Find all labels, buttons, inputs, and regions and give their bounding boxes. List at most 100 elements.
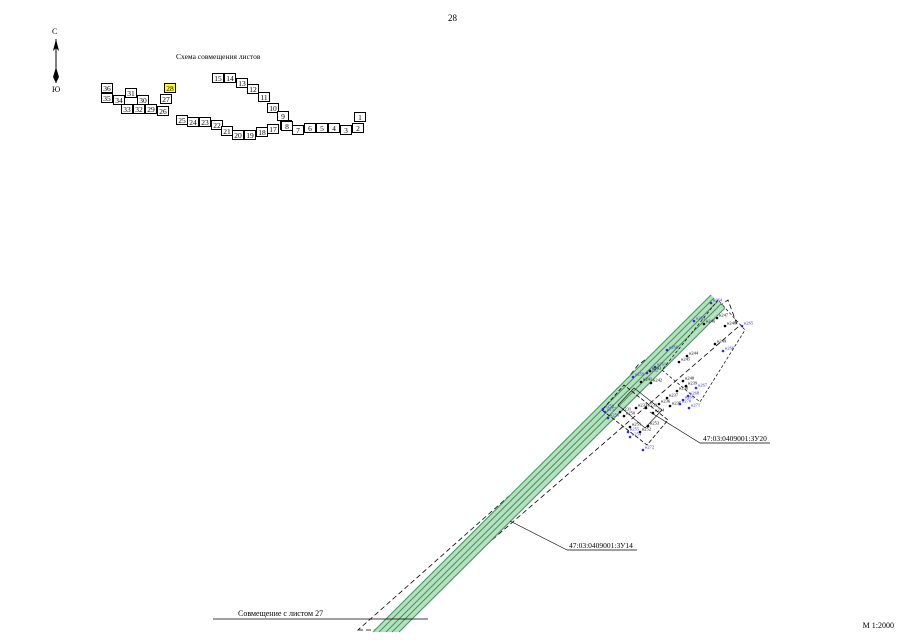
survey-point-label: н266 bbox=[725, 346, 735, 351]
survey-point-marker bbox=[681, 379, 685, 383]
survey-point-marker bbox=[681, 398, 685, 402]
sheet-index-box: 7 bbox=[292, 125, 304, 135]
survey-point-marker bbox=[687, 406, 691, 410]
survey-point-marker bbox=[721, 349, 725, 353]
survey-point-label: н270 bbox=[682, 399, 692, 404]
survey-point-marker bbox=[641, 448, 645, 452]
sheet-index-box: 26 bbox=[157, 106, 169, 116]
sheet-index-box: 32 bbox=[133, 104, 145, 114]
survey-point-label: н260 bbox=[669, 345, 679, 350]
survey-point-marker bbox=[723, 324, 727, 328]
survey-point-label: н231 bbox=[622, 407, 631, 412]
corridor-fill bbox=[373, 295, 725, 632]
sheet-index-box: 28 bbox=[164, 83, 176, 93]
scale-label: М 1:2000 bbox=[862, 621, 894, 630]
survey-point-marker bbox=[649, 381, 653, 385]
sheet-index-box: 6 bbox=[304, 123, 316, 133]
survey-point-label: н269 bbox=[685, 395, 695, 400]
survey-point-marker bbox=[665, 348, 669, 352]
survey-point-label: н237 bbox=[669, 393, 679, 398]
sheet-index-box: 19 bbox=[244, 130, 256, 140]
sheet-index-box: 9 bbox=[277, 111, 289, 121]
survey-point-label: н233 bbox=[648, 403, 658, 408]
survey-point-marker bbox=[634, 406, 638, 410]
survey-point-label: н246 bbox=[706, 319, 716, 324]
survey-point-marker bbox=[715, 316, 719, 320]
survey-point-marker bbox=[713, 342, 717, 346]
survey-point-label: н259 bbox=[635, 372, 645, 377]
survey-point-marker bbox=[601, 407, 605, 411]
survey-point-marker bbox=[686, 394, 690, 398]
survey-points-blue: н264н263н265н266н260н261н259н258н267н268… bbox=[601, 298, 754, 452]
survey-point-label: н244 bbox=[689, 351, 699, 356]
survey-point-marker bbox=[685, 354, 689, 358]
sheet-index-box: 33 bbox=[121, 104, 133, 114]
survey-point-marker bbox=[651, 411, 655, 415]
sheet-index-box: 23 bbox=[199, 117, 211, 127]
survey-point-marker bbox=[645, 371, 649, 375]
survey-point-marker bbox=[657, 402, 661, 406]
sheet-index-box: 4 bbox=[328, 123, 340, 133]
survey-point-marker bbox=[644, 406, 648, 410]
survey-point-label: н263 bbox=[696, 316, 706, 321]
sheet-index-box: 13 bbox=[236, 78, 248, 88]
leader-zu20 bbox=[649, 411, 701, 444]
survey-point-marker bbox=[675, 389, 679, 393]
survey-point-marker bbox=[628, 435, 632, 439]
survey-point-marker bbox=[646, 424, 650, 428]
survey-point-label: н267 bbox=[698, 383, 708, 388]
survey-point-marker bbox=[740, 324, 744, 328]
survey-point-label: н242 bbox=[653, 378, 662, 383]
survey-point-label: н232 bbox=[638, 403, 647, 408]
sheet-index-box: 1 bbox=[354, 112, 366, 122]
survey-point-label: н254 bbox=[632, 432, 642, 437]
survey-point-label: н251 bbox=[632, 422, 641, 427]
survey-point-label: н255 bbox=[630, 427, 640, 432]
survey-point-label: н271 bbox=[691, 403, 700, 408]
sheet-index-box: 17 bbox=[267, 124, 279, 134]
survey-point-marker bbox=[653, 365, 657, 369]
scheme-title: Схема совмещения листов bbox=[176, 52, 261, 61]
leader-zu14 bbox=[509, 520, 568, 551]
sheet-index-box: 5 bbox=[316, 123, 328, 133]
sheet-index-box: 10 bbox=[267, 103, 279, 113]
sheet-index-box: 36 bbox=[101, 83, 113, 93]
sheet-index-box: 14 bbox=[224, 73, 236, 83]
survey-point-label: н249 bbox=[717, 339, 727, 344]
sheet-index-box: 3 bbox=[340, 125, 352, 135]
sheet-index-box: 34 bbox=[113, 95, 125, 105]
parcel-label-zu14: 47:03:0409001:ЗУ14 bbox=[569, 541, 633, 550]
survey-point-marker bbox=[618, 410, 622, 414]
survey-point-marker bbox=[684, 384, 688, 388]
survey-point-label: н243 bbox=[652, 366, 662, 371]
survey-point-label: н239 bbox=[688, 381, 698, 386]
survey-point-marker bbox=[709, 301, 713, 305]
survey-point-label: н234 bbox=[655, 408, 665, 413]
survey-point-marker bbox=[668, 404, 672, 408]
survey-point-label: н238 bbox=[679, 386, 689, 391]
sheet-index-box: 11 bbox=[258, 92, 270, 102]
survey-point-label: н248 bbox=[727, 321, 737, 326]
match-line-label: Совмещение с листом 27 bbox=[238, 609, 324, 618]
survey-point-marker bbox=[626, 430, 630, 434]
survey-point-marker bbox=[638, 430, 642, 434]
sheet-index-box: 12 bbox=[247, 84, 259, 94]
north-label: С bbox=[52, 27, 58, 36]
sheet-index-box: 35 bbox=[101, 93, 113, 103]
page-number: 28 bbox=[448, 13, 457, 23]
sheet-index-box: 24 bbox=[187, 117, 199, 127]
survey-point-marker bbox=[692, 319, 696, 323]
survey-point-label: н245 bbox=[681, 357, 691, 362]
south-label: Ю bbox=[52, 85, 61, 94]
survey-point-label: н252 bbox=[642, 427, 651, 432]
parcel-zu20-inner bbox=[617, 387, 663, 429]
parcel-label-zu20: 47:03:0409001:ЗУ20 bbox=[703, 434, 767, 443]
sheet-index-box: 31 bbox=[125, 88, 137, 98]
survey-point-label: н240 bbox=[685, 376, 695, 381]
sheet-index-box: 29 bbox=[145, 104, 157, 114]
sheet-index-box: 15 bbox=[212, 73, 224, 83]
north-arrow-icon bbox=[53, 39, 59, 83]
survey-point-marker bbox=[694, 386, 698, 390]
